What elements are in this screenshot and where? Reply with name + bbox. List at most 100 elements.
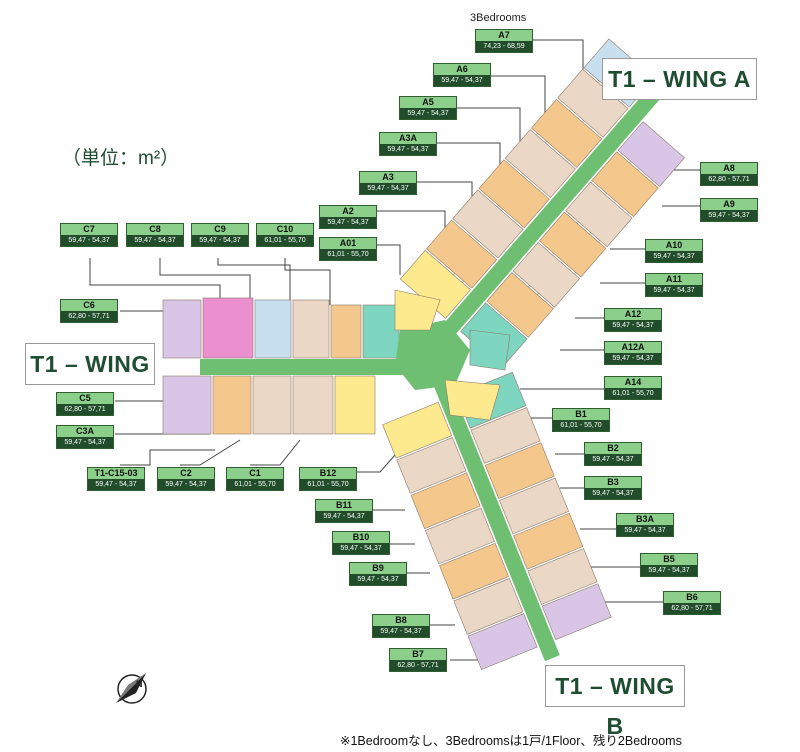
wing-b-unit [453, 578, 524, 635]
wing-c-unit [334, 375, 376, 435]
footnote: ※1Bedroomなし、3Bedroomsは1戸/1Floor、残り2Bedro… [340, 734, 682, 748]
wing-b-unit [513, 512, 584, 570]
wing-a-unit [531, 98, 603, 168]
leader-a2 [377, 210, 446, 240]
unit-tag-name: C3A [57, 426, 113, 437]
unit-tag-area: 62,80 - 57,71 [61, 311, 117, 322]
leader-c10 [284, 258, 331, 305]
wing-c-corridor [200, 359, 440, 375]
wing-c-unit [292, 375, 334, 435]
wing-a-unit [452, 189, 524, 259]
wing-a-unit [538, 211, 607, 278]
leader-b12 [357, 454, 396, 473]
unit-tag-name: A7 [476, 30, 532, 41]
unit-tag-name: C8 [127, 224, 183, 235]
unit-tag-area: 59,47 - 54,37 [701, 210, 757, 221]
wing-c-unit [162, 299, 202, 359]
unit-tag-area: 61,01 - 55,70 [257, 235, 313, 246]
wing-c-unit [202, 297, 254, 359]
unit-tag-area: 59,47 - 54,37 [192, 235, 248, 246]
unit-tag-area: 62,80 - 57,71 [57, 404, 113, 415]
leader-a6 [491, 75, 546, 130]
unit-tag-name: B8 [373, 615, 429, 626]
unit-tag-area: 59,47 - 54,37 [127, 235, 183, 246]
unit-tag-name: B3 [585, 477, 641, 488]
unit-tag-name: A10 [646, 240, 702, 251]
unit-tag-area: 59,47 - 54,37 [360, 183, 416, 194]
wing-a-unit [486, 272, 554, 338]
unit-tag-name: B6 [664, 592, 720, 603]
unit-tag-area: 59,47 - 54,37 [88, 479, 144, 490]
wing-a-unit [512, 241, 581, 308]
wing-b-unit [499, 477, 569, 535]
wing-a-unit [591, 151, 659, 218]
unit-tag-area: 61,01 - 55,70 [605, 388, 661, 399]
wing-a-unit [565, 181, 633, 248]
unit-tag-area: 59,47 - 54,37 [605, 353, 661, 364]
core-hub [395, 320, 470, 390]
wing-b-title: T1 – WING B [545, 665, 685, 739]
leader-c1 [250, 439, 301, 466]
leader-a01 [377, 244, 401, 275]
wing-b-unit [484, 442, 555, 500]
unit-tag-area: 62,80 - 57,71 [390, 660, 446, 671]
wing-b-units [382, 371, 612, 670]
unit-tag-name: A14 [605, 377, 661, 388]
unit-tag-area: 59,47 - 54,37 [400, 108, 456, 119]
wing-a-corridor [433, 78, 670, 346]
three-bedrooms-label: 3Bedrooms [470, 12, 527, 24]
unit-tag-area: 61,01 - 55,70 [300, 479, 356, 490]
leader-c2 [180, 439, 241, 466]
unit-tag-area: 61,01 - 55,70 [553, 420, 609, 431]
unit-tag-name: B9 [350, 563, 406, 574]
unit-tag-area: 59,47 - 54,37 [61, 235, 117, 246]
unit-tag-name: B11 [316, 500, 372, 511]
wing-a-units [399, 38, 685, 368]
unit-tag-name: C1 [227, 468, 283, 479]
unit-tag-area: 59,47 - 54,37 [316, 511, 372, 522]
unit-tag-area: 59,47 - 54,37 [380, 144, 436, 155]
wing-a-unit [617, 121, 685, 187]
unit-tag-area: 59,47 - 54,37 [641, 565, 697, 576]
unit-tag-area: 59,47 - 54,37 [646, 285, 702, 296]
unit-tag-name: B2 [585, 443, 641, 454]
wing-c-unit [362, 304, 400, 359]
leader-c1503 [120, 449, 215, 466]
unit-tag-area: 62,80 - 57,71 [664, 603, 720, 614]
unit-tag-name: B5 [641, 554, 697, 565]
wing-c-unit [252, 375, 292, 435]
wing-b-unit [396, 437, 467, 494]
wing-b-corridor [432, 377, 560, 662]
wing-c-unit [212, 375, 252, 435]
wing-b-unit [424, 507, 495, 565]
unit-tag-name: A01 [320, 238, 376, 249]
wing-b-unit [470, 407, 541, 464]
wing-b-unit [382, 401, 453, 459]
unit-tag-area: 59,47 - 54,37 [158, 479, 214, 490]
wing-a-title: T1 – WING A [602, 58, 757, 100]
leader-lines [89, 39, 700, 661]
unit-tag-name: B7 [390, 649, 446, 660]
